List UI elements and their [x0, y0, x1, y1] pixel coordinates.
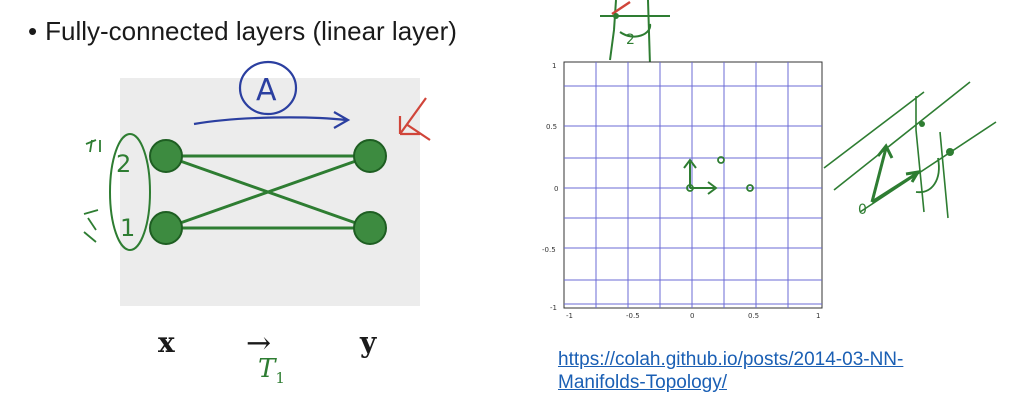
top-sketch-stroke-1	[609, 0, 617, 61]
transform-letter: T	[258, 354, 276, 384]
skewed-grid-line	[833, 81, 971, 191]
origin-sketch-label: 0	[858, 202, 867, 218]
x-tick-label: 0	[690, 312, 694, 320]
x-tick-label: -0.5	[626, 312, 640, 320]
reference-link-line-1[interactable]: https://colah.github.io/posts/2014-03-NN…	[558, 349, 904, 370]
basis-vector-right	[690, 181, 718, 195]
skewed-grid-line	[823, 91, 925, 169]
y-tick-label: -0.5	[542, 246, 556, 254]
y-tick-label: 0	[554, 185, 558, 193]
top-sketch-red-stroke	[611, 0, 631, 16]
x-tick-label: 1	[816, 312, 820, 320]
reference-link-line-2[interactable]: Manifolds-Topology/	[558, 372, 727, 393]
output-node	[353, 211, 387, 245]
output-variable: y	[360, 326, 377, 359]
reference-link[interactable]: https://colah.github.io/posts/2014-03-NN…	[558, 348, 903, 394]
top-sketch-number: 2	[626, 32, 635, 48]
x-tick-label: 0.5	[748, 312, 759, 320]
input-values-loop	[109, 133, 151, 251]
mapping-arrow: →	[246, 326, 272, 361]
top-sketch-dot	[613, 13, 619, 19]
grid-plot: -1 -0.5 0 0.5 1 1 0.5 0 -0.5 -1	[542, 61, 823, 320]
skewed-grid-line	[939, 131, 949, 219]
y-tick-label: 0.5	[546, 123, 557, 131]
bullet-text: Fully-connected layers (linear layer)	[45, 16, 457, 46]
output-node	[353, 139, 387, 173]
bullet-heading: •Fully-connected layers (linear layer)	[28, 16, 457, 47]
skewed-grid-line	[915, 96, 925, 213]
connection-edge	[165, 154, 371, 230]
data-point	[717, 156, 725, 164]
input-value-label: 1	[120, 214, 135, 242]
transformed-basis-right	[871, 169, 921, 204]
x-tick-label: -1	[566, 312, 573, 320]
scribble-mark	[83, 209, 99, 243]
transformed-grid-sketch: 0	[823, 81, 997, 219]
top-sketch-drawing: 2	[600, 0, 670, 66]
annotation-letter: A	[256, 73, 277, 108]
skewed-grid-line	[859, 121, 997, 213]
plot-frame	[563, 61, 823, 309]
transformed-point	[919, 121, 925, 127]
y-tick-label: -1	[550, 304, 557, 312]
input-node	[149, 211, 183, 245]
input-value-label: 2	[116, 150, 131, 178]
y-tick-label: 1	[552, 62, 556, 70]
red-pointer-arrow	[398, 97, 431, 141]
bullet-point-icon: •	[28, 16, 38, 46]
transform-subscript: 1	[275, 369, 285, 387]
input-variable: x	[158, 326, 175, 359]
transform-symbol: T1	[258, 354, 285, 387]
input-node	[149, 139, 183, 173]
origin-point	[686, 184, 694, 192]
data-point	[746, 184, 754, 192]
top-sketch-curve	[619, 23, 652, 38]
scribble-mark	[85, 139, 101, 153]
network-diagram: 2 1 A	[83, 60, 431, 251]
rotation-curve	[915, 157, 940, 193]
annotation-circle	[238, 60, 298, 116]
transformed-basis-up	[870, 143, 894, 203]
top-sketch-stroke-2	[647, 0, 651, 66]
grid-lines	[564, 62, 822, 308]
transformed-point	[946, 148, 954, 156]
basis-vector-up	[683, 158, 697, 188]
annotation-arrow	[193, 111, 351, 129]
